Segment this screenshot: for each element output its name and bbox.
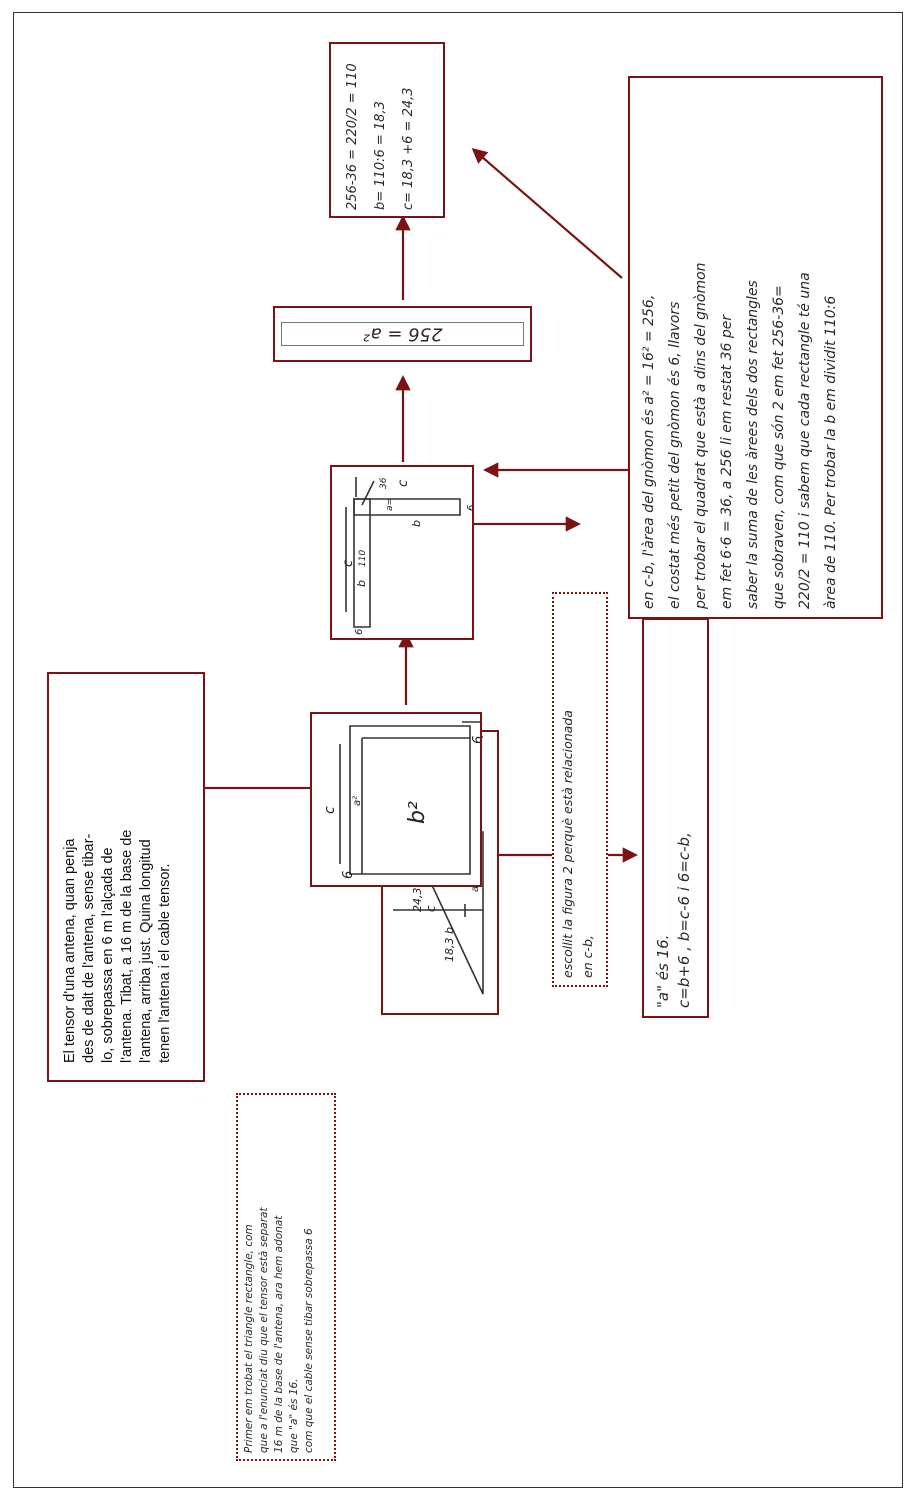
equations-box: "a" és 16. c=b+6 , b=c-6 i 6=c-b, (642, 618, 709, 1018)
explanation-line-6: que sobraven, com que són 2 em fet 256-3… (771, 285, 787, 609)
arrow-explanation-to-result (471, 147, 623, 279)
area-equation-box: 256 = a² (273, 306, 532, 362)
explanation-line-3: per trobar el quadrat que està a dins de… (693, 262, 709, 609)
explanation-line-1: en c-b, l'àrea del gnòmon és a² = 16² = … (641, 294, 657, 609)
gnomon-label-36: 36 (379, 477, 389, 489)
gnomon-label-c: c (396, 480, 411, 487)
note1-line-1: Primer em trobat el triangle rectangle, … (243, 1224, 255, 1453)
square-sketch-box: b² c a² 6 6 (310, 712, 482, 887)
problem-statement-box: El tensor d'una antena, quan penja des d… (47, 672, 205, 1082)
second-note-box: escollit la figura 2 perquè està relacio… (552, 592, 608, 987)
triangle-label-c: c (424, 905, 438, 912)
first-note-box: Primer em trobat el triangle rectangle, … (236, 1093, 336, 1461)
triangle-label-c-value: 24,3 (411, 888, 424, 913)
square-label-6-bottom: 6 (341, 871, 356, 879)
square-label-a2: a² (352, 796, 363, 806)
gnomon-label-6-bottom: 6 (354, 629, 365, 635)
note1-line-3: 16 m de la base de l'antena, ara hem ado… (273, 1215, 285, 1453)
explanation-line-7: 220/2 = 110 i sabem que cada rectangle t… (797, 272, 813, 609)
equations-line-1: "a" és 16. (653, 934, 672, 1008)
problem-line-3: lo, sobrepassa en 6 m l'alçada de (100, 847, 116, 1063)
area-equation-text: 256 = a² (362, 323, 443, 345)
problem-line-1: El tensor d'una antena, quan penja (62, 838, 78, 1063)
explanation-line-2: el costat més petit del gnòmon és 6, lla… (667, 301, 683, 609)
square-sketch (339, 721, 480, 875)
result-box: 256-36 = 220/2 = 110 b= 110:6 = 18,3 c= … (329, 42, 445, 218)
problem-line-2: des de dalt de l'antena, sense tibar- (81, 833, 97, 1063)
gnomon-label-b-horizontal: b (410, 520, 423, 527)
explanation-line-4: em fet 6·6 = 36, a 256 li em restat 36 p… (719, 314, 735, 609)
problem-line-4: l'antena. Tibat, a 16 m de la base de (119, 829, 135, 1063)
page-frame (13, 12, 903, 1488)
square-label-6-top: 6 (471, 736, 482, 744)
problem-line-5: l'antena, arriba just. Quina longitud (138, 839, 154, 1063)
note1-line-4: que "a" és 16. (288, 1378, 300, 1453)
note2-line-2: en c-b, (580, 934, 595, 978)
equations-line-2: c=b+6 , b=c-6 i 6=c-b, (674, 832, 693, 1008)
gnomon-label-b-eq: a= (385, 498, 395, 511)
gnomon-label-110: 110 (358, 550, 368, 567)
result-line-3: c= 18,3 +6 = 24,3 (401, 87, 416, 210)
result-line-2: b= 110:6 = 18,3 (373, 101, 388, 210)
gnomon-sketch (345, 477, 461, 628)
gnomon-label-c-left: c (341, 560, 356, 567)
square-label-b2: b² (405, 801, 430, 824)
explanation-line-5: saber la suma de les àrees dels dos rect… (745, 280, 761, 609)
explanation-box: en c-b, l'àrea del gnòmon és a² = 16² = … (628, 76, 883, 619)
note1-line-2: que a l'enunciat diu que el tensor està … (258, 1207, 270, 1453)
gnomon-label-b-vertical: b (355, 580, 368, 587)
gnomon-sketch-box: 36 c c b 110 b a= 6 6 (330, 465, 474, 640)
gnomon-label-6-right: 6 (466, 505, 474, 511)
note1-line-5: com que el cable sense tibar sobrepassa … (303, 1228, 315, 1453)
note2-line-1: escollit la figura 2 perquè està relacio… (560, 709, 575, 978)
square-label-c: c (322, 806, 338, 814)
result-line-1: 256-36 = 220/2 = 110 (345, 63, 360, 210)
triangle-label-b: 18,3 b (443, 927, 456, 962)
explanation-line-8: àrea de 110. Per trobar la b em dividit … (823, 295, 839, 609)
problem-line-6: tenen l'antena i el cable tensor. (157, 863, 173, 1063)
